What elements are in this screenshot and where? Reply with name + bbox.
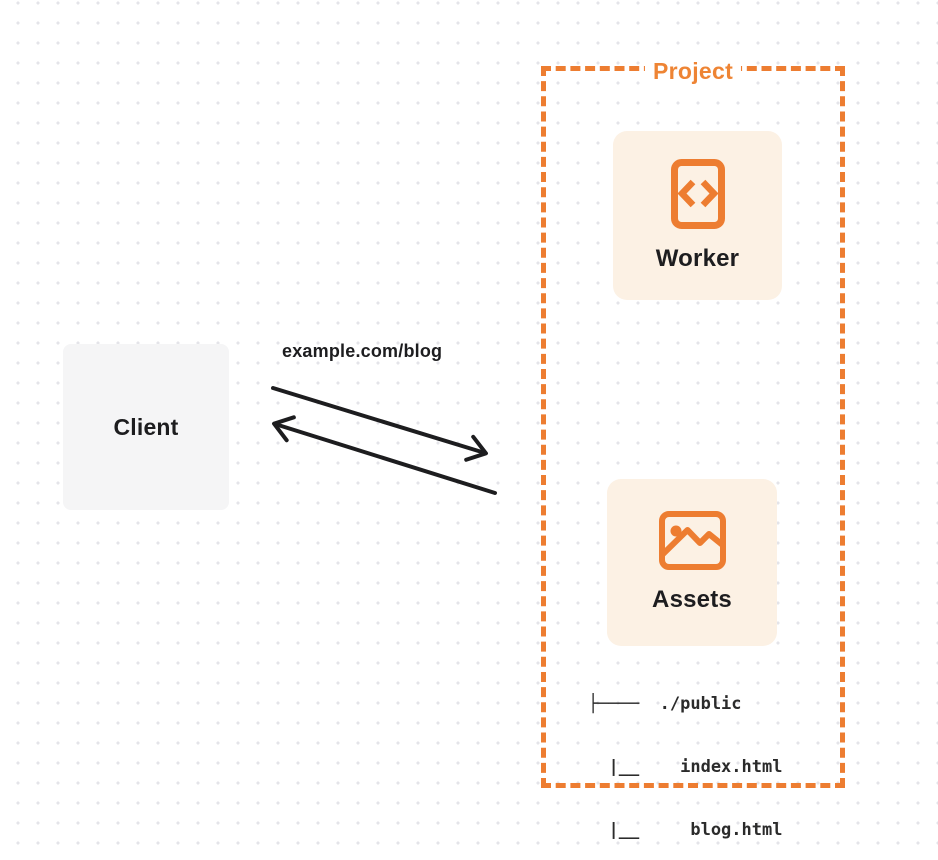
assets-file-tree: ├──── ./public |__ index.html |__ blog.h… bbox=[588, 652, 782, 860]
worker-node: Worker bbox=[613, 131, 782, 300]
tree-line-blog: |__ blog.html bbox=[588, 820, 783, 840]
client-label: Client bbox=[113, 413, 179, 440]
response-arrow bbox=[272, 415, 497, 495]
image-picture-icon bbox=[658, 511, 726, 570]
assets-node: Assets bbox=[607, 479, 777, 646]
project-title: Project bbox=[644, 57, 742, 85]
request-response-arrows bbox=[271, 386, 497, 495]
code-brackets-file-icon bbox=[670, 158, 725, 229]
assets-label: Assets bbox=[652, 586, 732, 613]
request-url-label: example.com/blog bbox=[282, 341, 443, 361]
project-container: Project Worker Assets ├──── ./public |__… bbox=[541, 57, 845, 840]
request-arrow bbox=[271, 386, 488, 462]
tree-line-root: ├──── ./public bbox=[588, 694, 742, 714]
client-node: Client bbox=[63, 344, 229, 510]
worker-label: Worker bbox=[655, 244, 740, 272]
tree-line-index: |__ index.html bbox=[588, 757, 783, 777]
